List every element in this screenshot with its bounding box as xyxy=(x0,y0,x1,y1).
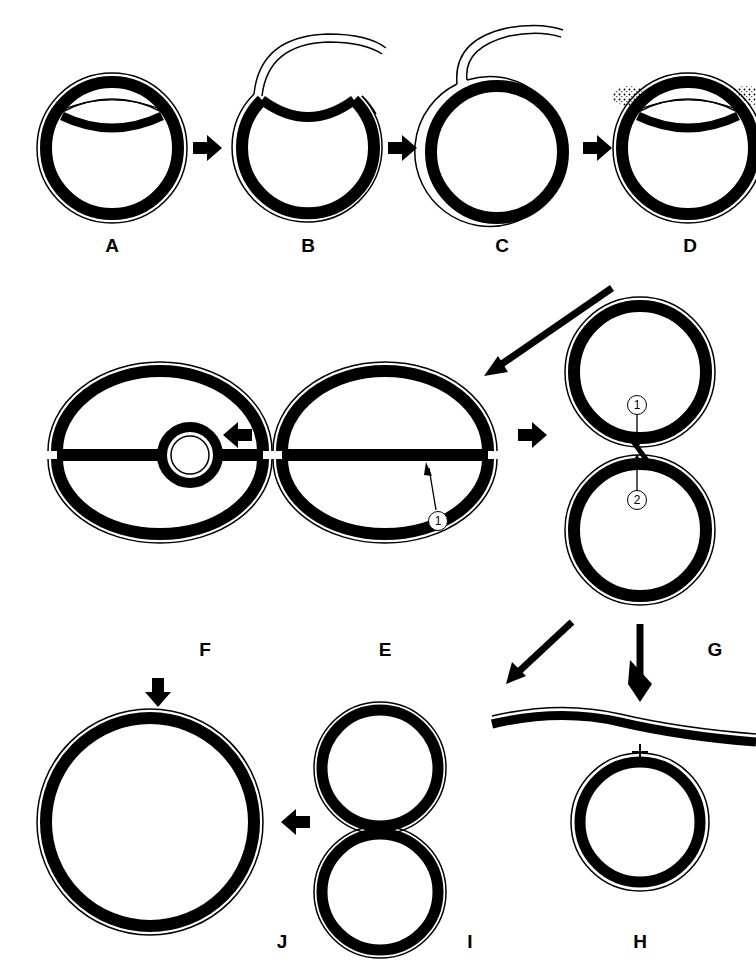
panel-letter: I xyxy=(467,932,472,951)
callout-number: 1 xyxy=(428,511,448,531)
callout-number: 2 xyxy=(627,490,647,510)
callout-number: 1 xyxy=(627,395,647,415)
panel-letter: E xyxy=(379,640,392,659)
panel-letter: B xyxy=(301,236,315,255)
panel-letter: G xyxy=(708,640,723,659)
panel-letter: A xyxy=(105,236,119,255)
panel-letter: C xyxy=(495,236,509,255)
panel-letter: J xyxy=(277,932,288,951)
panel-letter: H xyxy=(633,932,647,951)
panel-letter: D xyxy=(683,236,697,255)
panel-letter: F xyxy=(199,640,211,659)
